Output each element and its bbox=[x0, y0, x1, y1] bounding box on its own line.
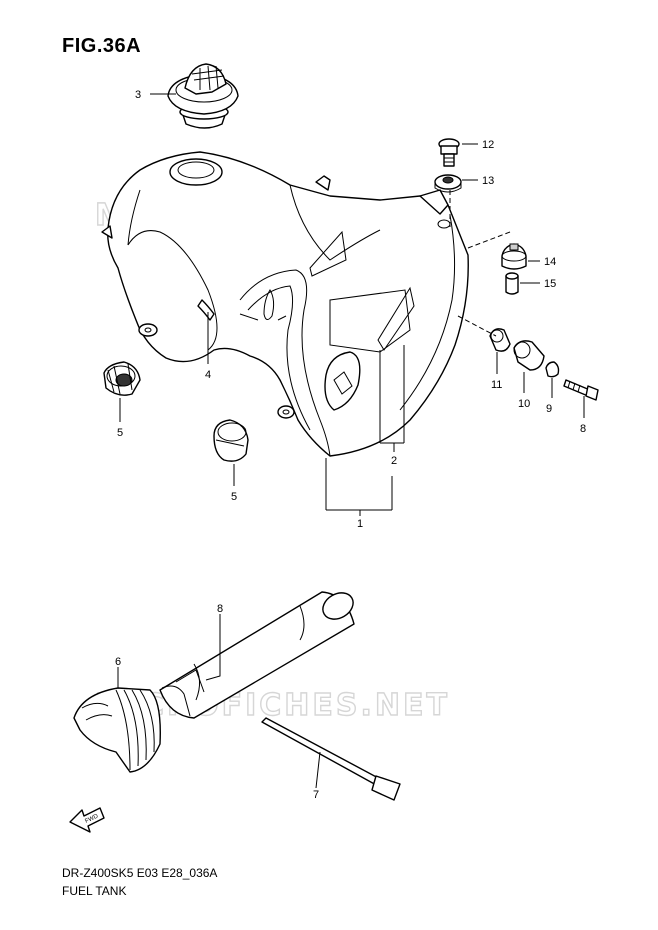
callout-8: 8 bbox=[217, 603, 223, 615]
callout-14: 13 bbox=[482, 175, 494, 187]
cushion-part-11 bbox=[513, 340, 545, 371]
cable-tie-part-7 bbox=[261, 717, 401, 801]
cushion-part-right bbox=[213, 419, 249, 462]
callout-1: 1 bbox=[357, 518, 363, 530]
forward-arrow-icon: FWD bbox=[69, 807, 105, 833]
fwd-label: FWD bbox=[84, 813, 100, 824]
callout-16: 15 bbox=[544, 278, 556, 290]
callout-10: 9 bbox=[546, 403, 552, 415]
assembly-line bbox=[467, 231, 511, 249]
bolt-part-9 bbox=[563, 379, 599, 401]
callout-6: 6 bbox=[115, 656, 121, 668]
model-code: DR-Z400SK5 E03 E28_036A bbox=[62, 866, 218, 880]
section-name: FUEL TANK bbox=[62, 884, 127, 898]
collar-part-16 bbox=[505, 272, 519, 295]
sleeve-part-8 bbox=[159, 591, 355, 719]
callout-5-left: 5 bbox=[117, 427, 123, 439]
assembly-line bbox=[457, 315, 497, 337]
cushion-part-12 bbox=[489, 328, 511, 352]
cushion-part-15 bbox=[501, 243, 527, 270]
fuel-tank-part bbox=[101, 151, 469, 457]
callout-11: 10 bbox=[518, 398, 530, 410]
callout-12: 11 bbox=[491, 379, 502, 391]
callout-13: 12 bbox=[482, 139, 494, 151]
figure-title: FIG.36A bbox=[62, 35, 142, 57]
bolt-part-13 bbox=[438, 138, 460, 167]
leader-lines bbox=[117, 93, 585, 789]
callout-5-right: 5 bbox=[231, 491, 237, 503]
grommet-part-14 bbox=[434, 174, 462, 193]
collar-part-10 bbox=[545, 361, 560, 378]
callout-9: 8 bbox=[580, 423, 586, 435]
cushion-part-left bbox=[103, 361, 141, 396]
callout-2: 2 bbox=[391, 455, 397, 467]
callout-4: 4 bbox=[205, 369, 211, 381]
callout-3: 3 bbox=[135, 89, 141, 101]
callout-7: 7 bbox=[313, 789, 319, 801]
fuel-cap-part bbox=[167, 63, 239, 129]
rubber-strip-part bbox=[197, 299, 215, 321]
protector-part-6 bbox=[73, 687, 161, 773]
callout-15: 14 bbox=[544, 256, 556, 268]
